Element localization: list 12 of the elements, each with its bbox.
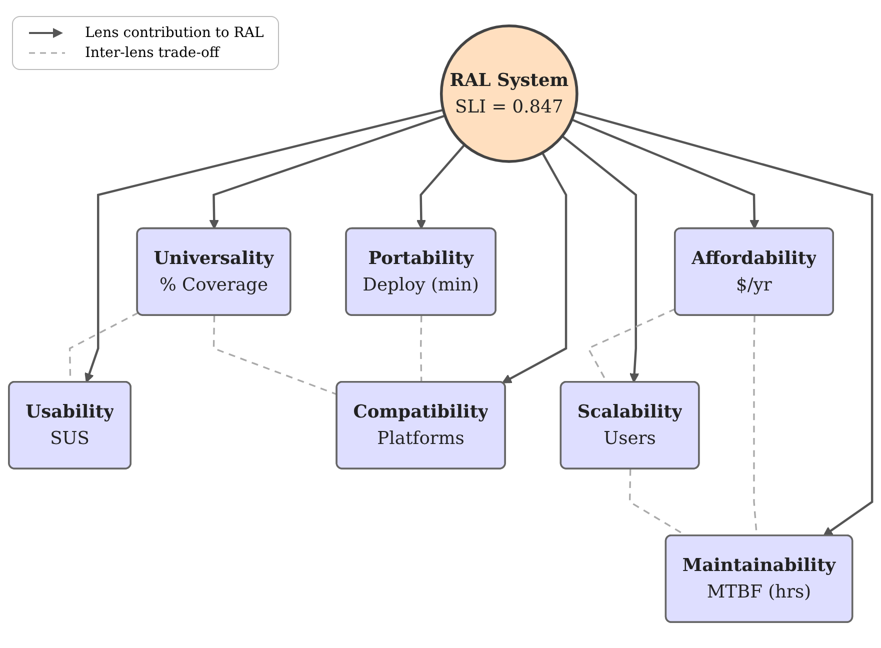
arrow [416, 144, 466, 230]
arrow [502, 152, 568, 384]
arrow [209, 114, 446, 230]
node-circle: RAL System SLI = 0.847 [440, 24, 578, 163]
arrow [571, 118, 760, 230]
connector [212, 316, 338, 396]
arrow [574, 110, 874, 536]
legend-label: Inter-lens trade-off [85, 45, 220, 61]
arrow [561, 135, 640, 383]
legend-label: Lens contribution to RAL [85, 25, 264, 41]
arrow [84, 108, 444, 383]
connector [420, 316, 422, 382]
